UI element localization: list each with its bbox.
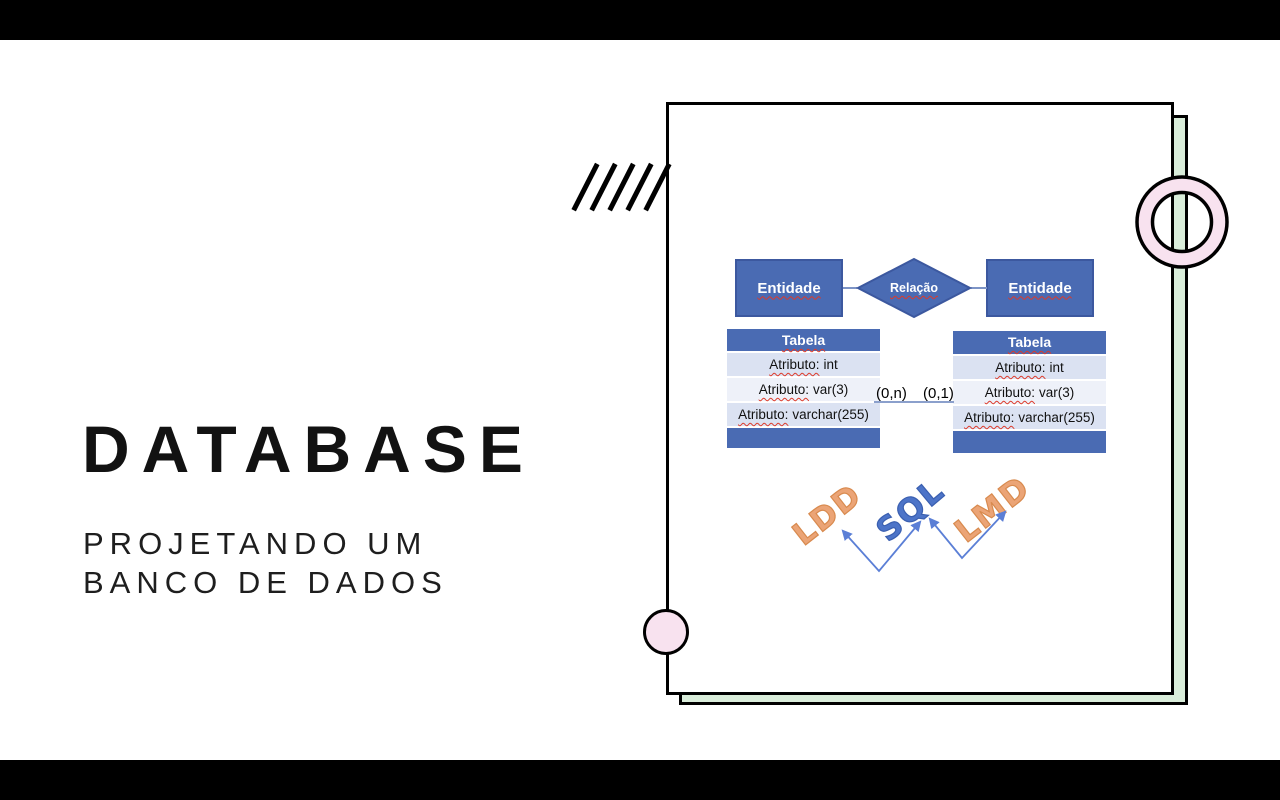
- entity-left-label: Entidade: [757, 279, 821, 297]
- entity-right-label: Entidade: [1008, 279, 1072, 297]
- entity-box-right: Entidade: [986, 259, 1094, 317]
- wordart-arrows: [841, 510, 1007, 573]
- attribute-value: var(3): [1039, 385, 1075, 400]
- attribute-value: var(3): [813, 382, 849, 397]
- table-row: Atributo: var(3): [953, 379, 1106, 404]
- attribute-value: varchar(255): [792, 407, 869, 422]
- subtitle-line-2: BANCO DE DADOS: [83, 565, 448, 600]
- relation-connector-right: [971, 287, 987, 289]
- table-row: Atributo: var(3): [727, 376, 880, 401]
- table-footer: [953, 429, 1106, 453]
- arrow-sql-lmd: [928, 510, 1007, 560]
- attribute-label: Atributo:: [995, 360, 1046, 375]
- relation-diamond: Relação: [855, 257, 973, 319]
- page-title: DATABASE: [82, 412, 535, 486]
- letterbox-bottom: [0, 760, 1280, 800]
- subtitle-line-1: PROJETANDO UM: [83, 526, 428, 561]
- attribute-label: Atributo:: [964, 410, 1015, 425]
- cardinality-right: (0,1): [923, 385, 954, 402]
- attribute-label: Atributo:: [769, 357, 820, 372]
- diamond-shape: [855, 257, 973, 319]
- table-row: Atributo:int: [953, 354, 1106, 379]
- table-footer: [727, 426, 880, 448]
- attribute-label: Atributo:: [738, 407, 789, 422]
- attribute-value: int: [1049, 360, 1064, 375]
- table-link-line: [874, 401, 954, 403]
- page-subtitle: PROJETANDO UM BANCO DE DADOS: [83, 524, 448, 602]
- pink-circle-decoration: [643, 609, 689, 655]
- letterbox-top: [0, 0, 1280, 40]
- attribute-value: varchar(255): [1018, 410, 1095, 425]
- table-row: Atributo:varchar(255): [953, 404, 1106, 429]
- table-header-label: Tabela: [1007, 334, 1052, 350]
- ring-decoration: [1135, 175, 1229, 269]
- cardinality-left: (0,n): [876, 385, 907, 402]
- entity-box-left: Entidade: [735, 259, 843, 317]
- attribute-label: Atributo:: [984, 385, 1035, 400]
- table-right: Tabela Atributo:int Atributo:var(3) Atri…: [953, 331, 1106, 453]
- attribute-label: Atributo:: [758, 382, 809, 397]
- relation-connector-left: [843, 287, 857, 289]
- arrow-ldd-sql: [841, 520, 922, 573]
- table-header: Tabela: [727, 329, 880, 351]
- table-header-label: Tabela: [781, 332, 826, 348]
- relation-label: Relação: [890, 281, 938, 295]
- table-left: Tabela Atributo:int Atributo:var(3) Atri…: [727, 329, 880, 448]
- relation-label-wrap: Relação: [856, 257, 972, 319]
- table-header: Tabela: [953, 331, 1106, 354]
- attribute-value: int: [823, 357, 838, 372]
- table-row: Atributo:int: [727, 351, 880, 376]
- table-row: Atributo:varchar(255): [727, 401, 880, 426]
